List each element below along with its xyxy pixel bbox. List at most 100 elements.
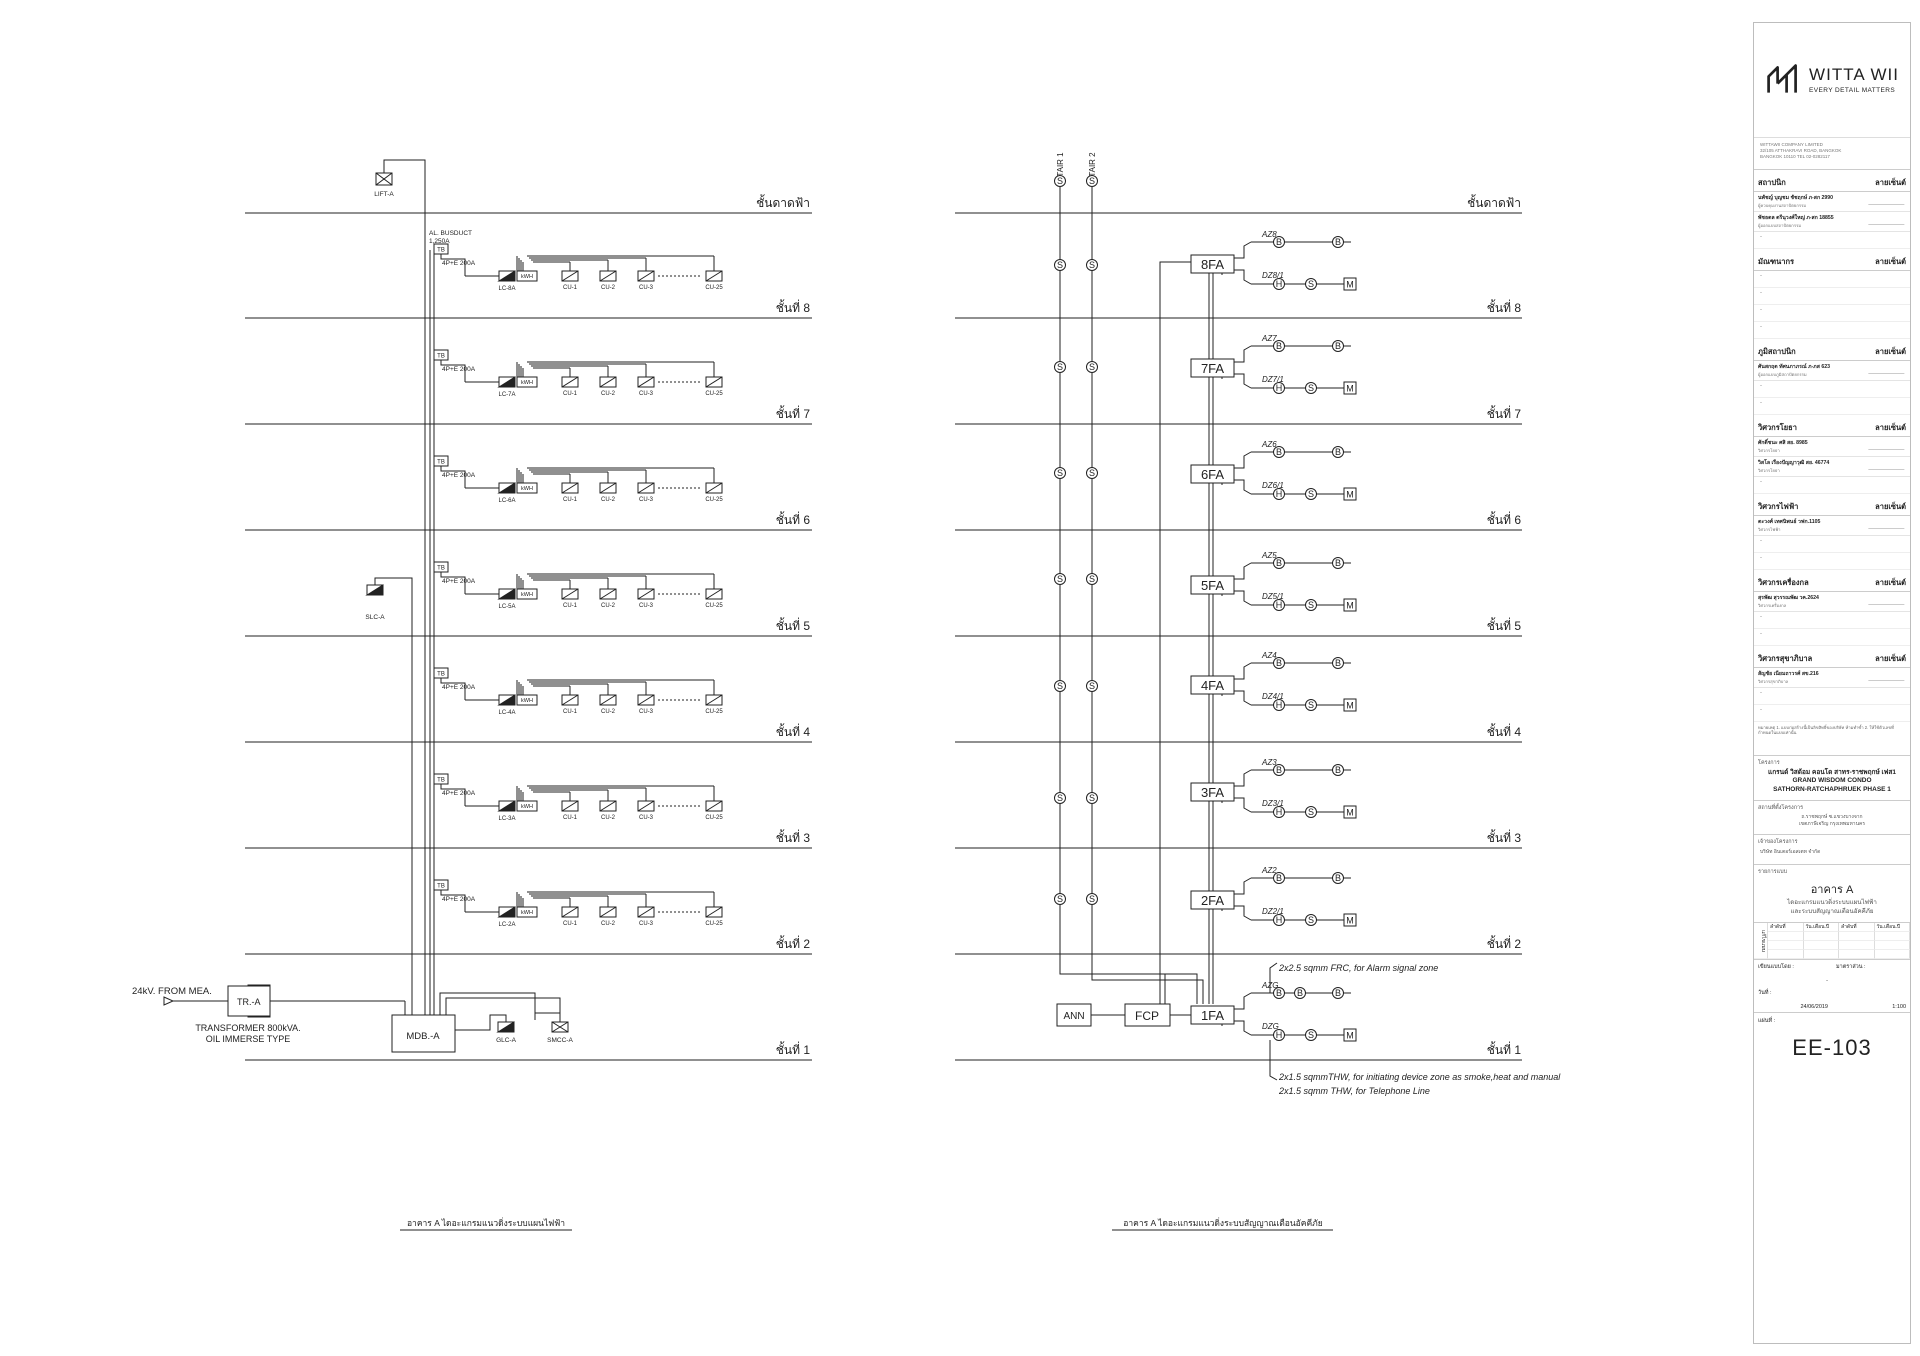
cu-label: CU-1 bbox=[563, 497, 578, 503]
floor-label: ชั้นที่ 5 bbox=[776, 617, 811, 633]
kwh-meter bbox=[516, 800, 538, 812]
consultant-row: - bbox=[1754, 705, 1910, 722]
heat-detector-letter: H bbox=[1276, 489, 1283, 499]
detection-zone-wire bbox=[1234, 373, 1252, 389]
detection-zone-label: DZ6/1 bbox=[1262, 481, 1284, 490]
cu-label: CU-2 bbox=[601, 815, 616, 821]
lc-label: LC-5A bbox=[498, 604, 515, 610]
consultant-section-header: สถาปนิกลายเซ็นต์ bbox=[1754, 170, 1910, 192]
project-label: โครงการ bbox=[1758, 760, 1780, 766]
cu-label: CU-25 bbox=[705, 815, 723, 821]
title-block: WITTA WII EVERY DETAIL MATTERS WITTAWII … bbox=[1753, 22, 1911, 1344]
stair-smoke-detector-letter: S bbox=[1089, 260, 1095, 270]
alarm-bell bbox=[1332, 236, 1344, 248]
glc-feeder-2 bbox=[455, 1014, 507, 1031]
manual-station-letter: M bbox=[1346, 916, 1354, 926]
kwh-meter bbox=[516, 270, 538, 282]
alarm-bell bbox=[1273, 446, 1285, 458]
manual-station-letter: M bbox=[1346, 808, 1354, 818]
stair-smoke-detector-letter: S bbox=[1057, 793, 1063, 803]
cu-panel-slash bbox=[561, 482, 579, 494]
detection-zone-label: DZ7/1 bbox=[1262, 375, 1284, 384]
alarm-zone-wire bbox=[1234, 345, 1252, 363]
cu-panel-slash bbox=[637, 270, 655, 282]
fa-label: 6FA bbox=[1201, 467, 1224, 482]
kwh-meter bbox=[516, 694, 538, 706]
alarm-bell-letter: B bbox=[1276, 658, 1282, 668]
stair-smoke-detector bbox=[1054, 792, 1066, 804]
signature-mark bbox=[1868, 364, 1908, 374]
manual-station bbox=[1343, 487, 1357, 501]
alarm-bell bbox=[1294, 987, 1306, 999]
alarm-bell-letter: B bbox=[1276, 765, 1282, 775]
cu-panel-slash bbox=[599, 694, 617, 706]
stair-top-smoke-letter: S bbox=[1089, 176, 1095, 186]
breaker-label: 4P+E 200A bbox=[442, 790, 476, 797]
lc-feeder bbox=[440, 572, 466, 594]
manual-station-letter: M bbox=[1346, 701, 1354, 711]
stair-smoke-detector-letter: S bbox=[1057, 260, 1063, 270]
incoming-label: 24kV. FROM MEA. bbox=[132, 986, 212, 997]
cu-panel-slash bbox=[637, 588, 655, 600]
floor-label: ชั้นที่ 1 bbox=[776, 1041, 811, 1057]
alarm-bell-letter: B bbox=[1297, 988, 1303, 998]
stair-smoke-detector bbox=[1054, 893, 1066, 905]
consultant-sections: สถาปนิกลายเซ็นต์นพัชญ์ บุญชม ชัชฤกษ์ ภ-ส… bbox=[1754, 170, 1910, 722]
fire-alarm-panel bbox=[1190, 464, 1235, 484]
manual-station bbox=[1343, 698, 1357, 712]
consultant-section-header: วิศวกรไฟฟ้าลายเซ็นต์ bbox=[1754, 494, 1910, 516]
smoke-detector bbox=[1305, 382, 1317, 394]
floor-label: ชั้นที่ 6 bbox=[776, 511, 811, 527]
stair-smoke-detector bbox=[1054, 680, 1066, 692]
cu-panel-slash bbox=[637, 800, 655, 812]
stair-smoke-detector bbox=[1086, 893, 1098, 905]
cu-label: CU-25 bbox=[705, 921, 723, 927]
floor-label: ชั้นที่ 5 bbox=[1487, 617, 1522, 633]
smoke-detector-letter: S bbox=[1308, 279, 1314, 289]
consultant-row: - bbox=[1754, 288, 1910, 305]
project-location: ถ.ราชพฤกษ์ ซ.แขวงบางจาก เขตภาษีเจริญ กรุ… bbox=[1754, 812, 1910, 835]
consultant-row: - bbox=[1754, 612, 1910, 629]
detection-zone-wire bbox=[1234, 269, 1252, 285]
alarm-zone-wire bbox=[1234, 992, 1252, 1010]
note-leader bbox=[1269, 1040, 1278, 1081]
cu-label: CU-3 bbox=[639, 391, 654, 397]
lc-panel-fill bbox=[497, 906, 516, 918]
lc-panel-fill bbox=[497, 376, 516, 388]
fa-label: 7FA bbox=[1201, 361, 1224, 376]
stair-smoke-detector-letter: S bbox=[1089, 574, 1095, 584]
lift-label: LIFT-A bbox=[374, 191, 394, 198]
fcp-label: FCP bbox=[1135, 1009, 1159, 1023]
stair-smoke-detector-letter: S bbox=[1089, 681, 1095, 691]
lc-feeder bbox=[440, 784, 466, 806]
detection-zone-label: DZG bbox=[1262, 1022, 1279, 1031]
heat-detector-letter: H bbox=[1276, 600, 1283, 610]
cu-panel-slash bbox=[705, 376, 723, 388]
cu-label: CU-1 bbox=[563, 921, 578, 927]
cu-panel-slash bbox=[705, 588, 723, 600]
fire-caption: อาคาร A ไดอะแกรมแนวดิ่งระบบสัญญาณเตือนอั… bbox=[1123, 1217, 1322, 1228]
lc-label: LC-7A bbox=[498, 392, 515, 398]
detection-zone-wire bbox=[1234, 797, 1252, 813]
cu-label: CU-1 bbox=[563, 815, 578, 821]
consultant-row: - bbox=[1754, 629, 1910, 646]
manual-station bbox=[1343, 598, 1357, 612]
manual-station-letter: M bbox=[1346, 384, 1354, 394]
alarm-bell bbox=[1332, 446, 1344, 458]
smoke-detector bbox=[1305, 278, 1317, 290]
floor-label: ชั้นที่ 6 bbox=[1487, 511, 1522, 527]
floor-label: ชั้นที่ 3 bbox=[1487, 829, 1522, 845]
consultant-row: - bbox=[1754, 688, 1910, 705]
manual-station bbox=[1343, 1028, 1357, 1042]
alarm-zone-wire bbox=[1234, 241, 1252, 259]
fa-label: 5FA bbox=[1201, 578, 1224, 593]
cu-panel-slash bbox=[637, 694, 655, 706]
transformer-note: TRANSFORMER 800kVA. bbox=[195, 1023, 300, 1033]
cu-panel-slash bbox=[705, 800, 723, 812]
detection-zone-label: DZ3/1 bbox=[1262, 799, 1284, 808]
alarm-zone-label: AZ3 bbox=[1261, 758, 1277, 767]
alarm-bell bbox=[1332, 657, 1344, 669]
